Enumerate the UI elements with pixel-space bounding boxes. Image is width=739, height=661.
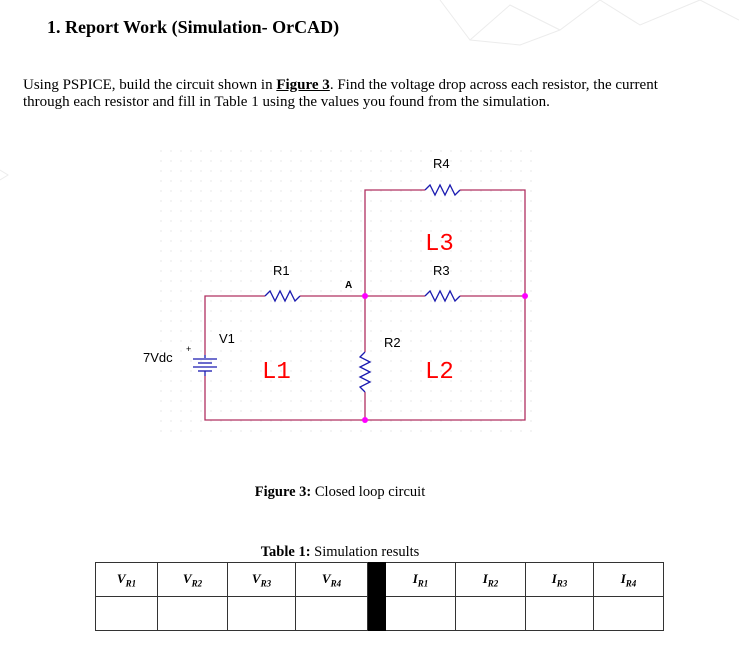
results-table: VR1 VR2 VR3 VR4 IR1 IR2 IR3 IR4: [95, 562, 664, 631]
node-a-label: A: [345, 280, 352, 291]
table-title: Table 1: Simulation results: [0, 544, 680, 561]
node-a-junction: [362, 293, 368, 299]
r2-label: R2: [384, 335, 401, 350]
value-v-r2[interactable]: [157, 596, 228, 631]
r4-label: R4: [433, 156, 450, 171]
figure-caption: Figure 3: Closed loop circuit: [0, 484, 680, 501]
figure-caption-text: Closed loop circuit: [311, 484, 426, 500]
loop-l1-label: L1: [262, 359, 291, 386]
circuit-wires: [204, 189, 526, 421]
source-name-label: V1: [219, 331, 235, 346]
value-i-r2[interactable]: [455, 596, 526, 631]
section-title: 1. Report Work (Simulation- OrCAD): [47, 17, 340, 37]
resistor-r1: [264, 289, 301, 303]
source-plus-label: +: [186, 344, 191, 354]
separator-column: [367, 562, 386, 597]
figure-label: Figure 3:: [254, 484, 312, 500]
schematic-grid: [160, 150, 540, 440]
loop-l2-label: L2: [425, 359, 454, 386]
resistor-r2: [358, 351, 372, 393]
header-i-r3: IR3: [525, 562, 594, 597]
bottom-junction: [362, 417, 368, 423]
header-i-r2: IR2: [455, 562, 526, 597]
figure-link[interactable]: Figure 3: [276, 77, 330, 93]
value-i-r3[interactable]: [525, 596, 594, 631]
header-i-r4: IR4: [593, 562, 664, 597]
header-v-r4: VR4: [295, 562, 368, 597]
instructions-text-end: . Find the voltage drop across each resi…: [23, 77, 658, 110]
table-label: Table 1:: [260, 544, 311, 560]
source-value-label: 7Vdc: [143, 350, 173, 365]
resistor-r4: [424, 183, 461, 197]
instructions-text-start: Using PSPICE, build the circuit shown in: [23, 77, 277, 93]
value-i-r4[interactable]: [593, 596, 664, 631]
instructions-paragraph: Using PSPICE, build the circuit shown in…: [23, 77, 703, 111]
header-i-r1: IR1: [385, 562, 456, 597]
value-i-r1[interactable]: [385, 596, 456, 631]
loop-l3-label: L3: [425, 231, 454, 258]
voltage-source-v1: [193, 355, 217, 376]
header-v-r3: VR3: [227, 562, 296, 597]
value-v-r4[interactable]: [295, 596, 368, 631]
right-junction: [522, 293, 528, 299]
header-v-r1: VR1: [95, 562, 158, 597]
r3-label: R3: [433, 263, 450, 278]
value-v-r3[interactable]: [227, 596, 296, 631]
value-v-r1[interactable]: [95, 596, 158, 631]
separator-column-body: [367, 596, 386, 631]
header-v-r2: VR2: [157, 562, 228, 597]
r1-label: R1: [273, 263, 290, 278]
table-caption-text: Simulation results: [310, 544, 420, 560]
resistor-r3: [424, 289, 461, 303]
